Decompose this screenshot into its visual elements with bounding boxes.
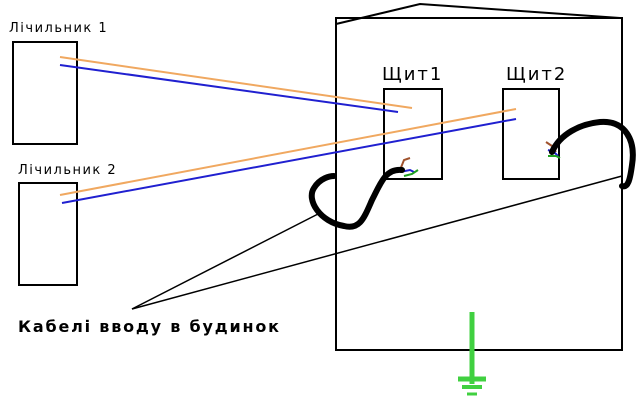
input-cable-1	[308, 166, 405, 230]
panel-2-label: Щит2	[506, 64, 568, 85]
panel-2-box	[502, 88, 560, 180]
house-roof	[335, 2, 621, 25]
panel-2-stub-green	[548, 155, 561, 159]
meter-2-label: Лічильник 2	[18, 163, 118, 178]
wire-blue-meter2	[61, 118, 517, 204]
wire-orange-meter2	[59, 108, 517, 196]
meter-1-box	[12, 41, 78, 145]
wire-orange-meter1	[59, 56, 413, 109]
pointer-line-2	[131, 175, 623, 310]
cable-caption: Кабелі вводу в будинок	[18, 317, 281, 336]
ground-symbol-icon	[458, 312, 486, 396]
panel-1-stub-green	[403, 169, 419, 177]
meter-2-box	[18, 182, 78, 286]
wire-blue-meter1	[59, 64, 399, 113]
panel-1-label: Щит1	[382, 64, 444, 85]
pointer-line-1	[131, 213, 319, 310]
input-cable-2	[549, 118, 636, 190]
meter-1-label: Лічильник 1	[9, 21, 109, 36]
panel-1-stub-brown	[399, 157, 411, 171]
